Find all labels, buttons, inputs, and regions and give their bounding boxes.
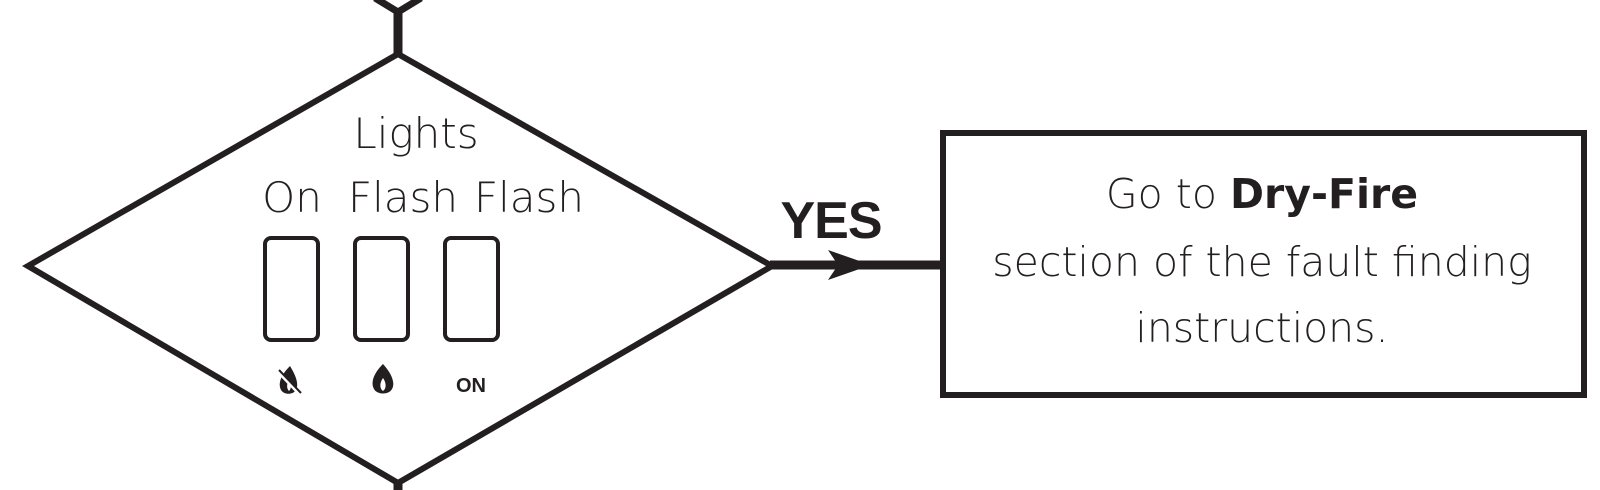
indicator-light-on (263, 236, 320, 342)
lights-title: Lights (353, 109, 478, 158)
action-line-2: section of the fault finding (992, 238, 1531, 286)
flame-icon (372, 364, 394, 394)
action-box (940, 130, 1587, 398)
yes-label: YES (780, 192, 881, 250)
on-icon: ON (456, 375, 486, 397)
indicator-light-flash-1 (353, 236, 410, 342)
indicator-light-flash-2 (443, 236, 500, 342)
column-heading-flash-1: Flash (348, 173, 458, 222)
action-line-3: instructions. (1135, 304, 1388, 352)
yes-connector (770, 250, 943, 280)
action-line-1-prefix: Go to (1106, 170, 1230, 218)
column-heading-on: On (262, 173, 322, 222)
action-line-1: Go to Dry-Fire (1106, 170, 1418, 218)
dry-fire-link-text: Dry-Fire (1230, 170, 1418, 218)
incoming-connector (373, 0, 423, 55)
flame-off-icon (276, 366, 302, 396)
column-heading-flash-2: Flash (474, 173, 584, 222)
